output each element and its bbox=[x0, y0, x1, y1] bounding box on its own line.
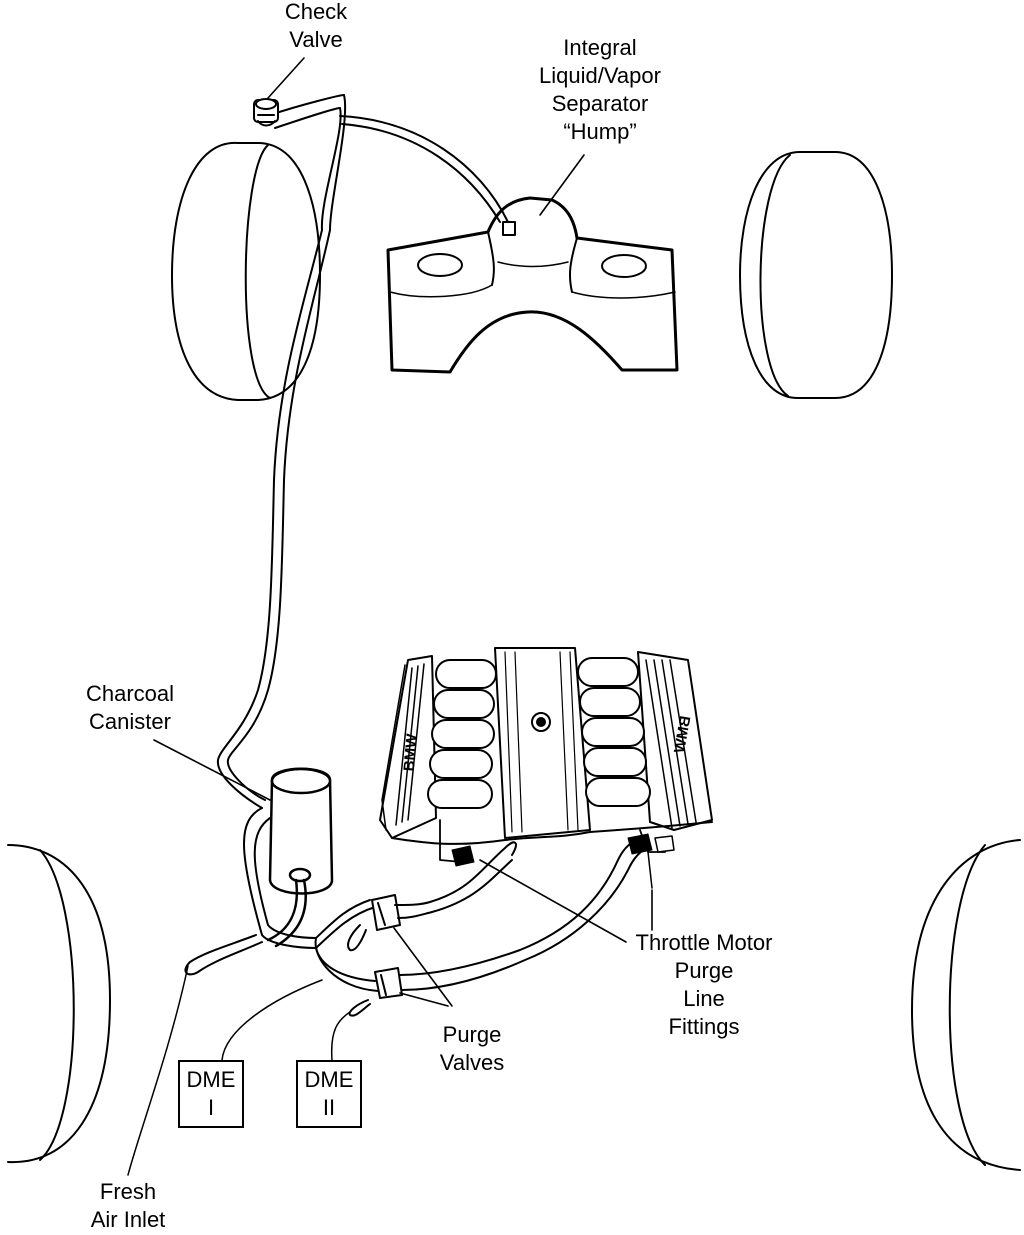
label-throttle-line3: Line bbox=[683, 986, 725, 1011]
wheel-rear-left bbox=[171, 141, 321, 401]
dme-wiring bbox=[221, 979, 351, 1061]
wheel-front-right bbox=[911, 839, 1021, 1171]
label-purge-line2: Valves bbox=[439, 1050, 505, 1075]
label-throttle-line4: Fittings bbox=[668, 1014, 740, 1039]
label-check-valve-line2: Valve bbox=[289, 27, 343, 52]
leader-throttle-left bbox=[479, 859, 627, 943]
engine-block bbox=[379, 647, 713, 889]
label-separator-hump: Integral Liquid/Vapor Separator “Hump” bbox=[539, 34, 661, 146]
label-separator-line1: Integral bbox=[563, 35, 637, 60]
dme-box-2-line1: DME bbox=[304, 1067, 354, 1092]
label-separator-line4: “Hump” bbox=[563, 119, 637, 144]
leader-charcoal-canister bbox=[153, 739, 271, 801]
dme-box-2: DME II bbox=[296, 1060, 362, 1128]
dme-box-1-line2: I bbox=[207, 1095, 215, 1120]
purge-valve-lower bbox=[348, 837, 649, 1017]
label-throttle-line2: Purge bbox=[674, 958, 734, 983]
label-purge-valves: Purge Valves bbox=[440, 1021, 504, 1077]
check-valve bbox=[253, 98, 279, 127]
label-charcoal-line2: Canister bbox=[89, 709, 171, 734]
leader-separator bbox=[539, 154, 585, 216]
label-charcoal-line1: Charcoal bbox=[85, 681, 175, 706]
leader-purge-lower bbox=[399, 992, 449, 1007]
wheel-rear-right bbox=[739, 151, 893, 400]
label-charcoal-canister: Charcoal Canister bbox=[86, 680, 174, 736]
vent-lines bbox=[216, 94, 509, 809]
engine-logo-left: BMW bbox=[400, 733, 421, 772]
label-fresh-air-line2: Air Inlet bbox=[90, 1207, 166, 1232]
label-fresh-air-inlet: Fresh Air Inlet bbox=[91, 1178, 166, 1234]
leader-check-valve bbox=[267, 57, 305, 99]
label-separator-line2: Liquid/Vapor bbox=[539, 63, 661, 88]
label-throttle-motor: Throttle Motor Purge Line Fittings bbox=[636, 929, 773, 1041]
dme-box-1: DME I bbox=[178, 1060, 244, 1128]
label-separator-line3: Separator bbox=[551, 91, 649, 116]
dme-box-2-line2: II bbox=[322, 1095, 336, 1120]
wheel-front-left bbox=[7, 844, 111, 1164]
leader-lines bbox=[153, 57, 653, 1007]
charcoal-canister bbox=[266, 767, 334, 948]
purge-valve-upper bbox=[347, 841, 517, 952]
label-purge-line1: Purge bbox=[442, 1022, 502, 1047]
dme-box-1-line1: DME bbox=[186, 1067, 236, 1092]
leader-purge-upper bbox=[393, 927, 453, 1007]
label-throttle-line1: Throttle Motor bbox=[635, 930, 773, 955]
label-check-valve-line1: Check bbox=[284, 0, 348, 24]
label-fresh-air-line1: Fresh bbox=[99, 1179, 157, 1204]
purge-hoses bbox=[127, 807, 379, 1176]
separator-hump-tank bbox=[386, 196, 679, 374]
label-check-valve: Check Valve bbox=[285, 0, 347, 54]
